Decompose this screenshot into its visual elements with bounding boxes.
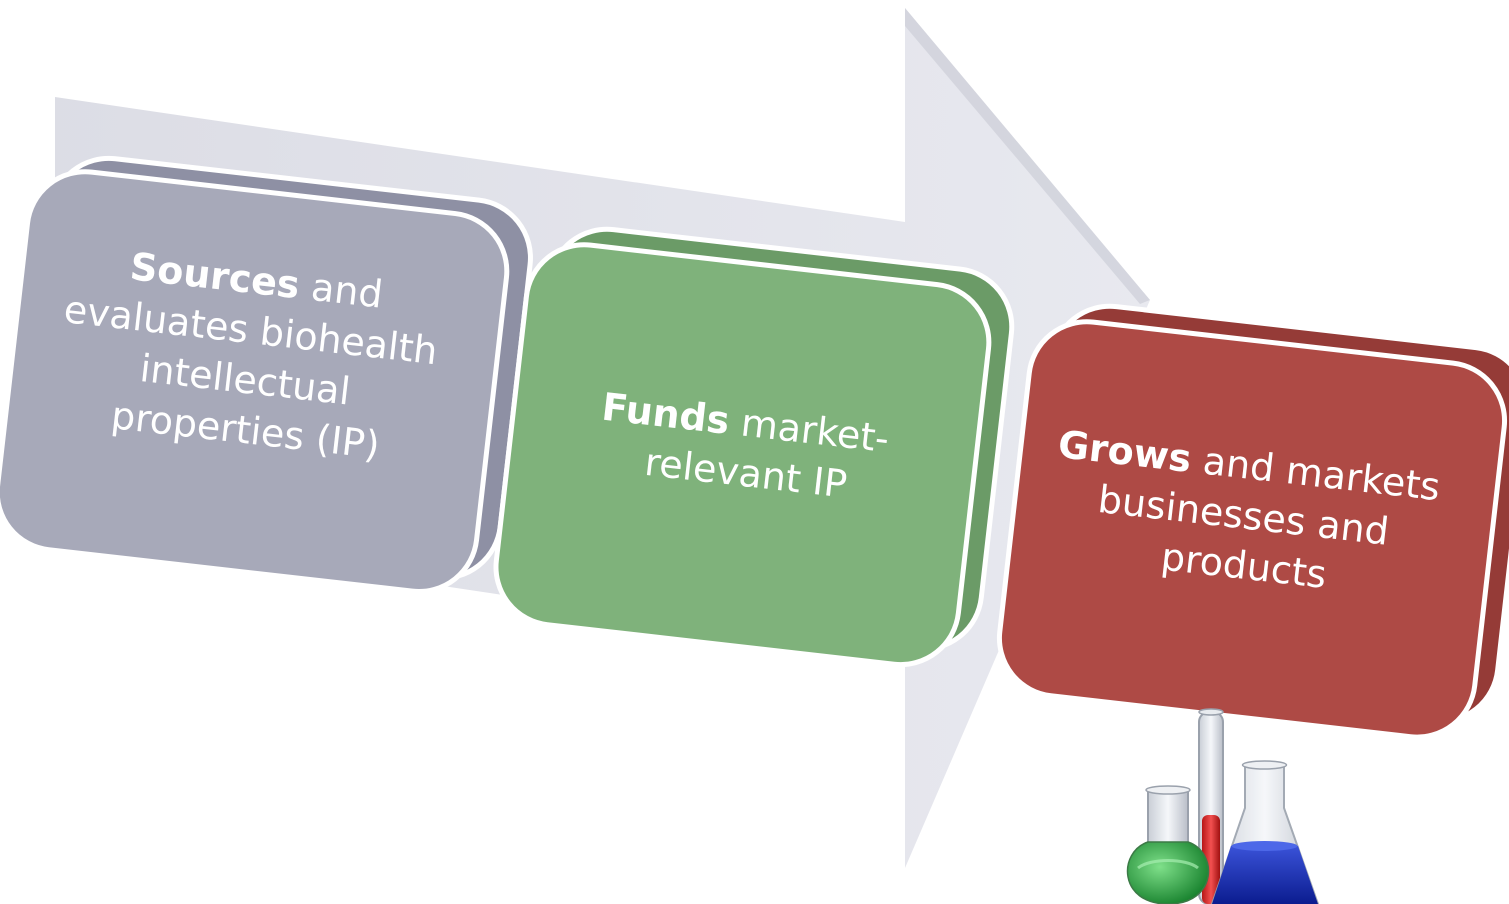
step-box-grows: Grows and markets businesses and product… (996, 303, 1509, 740)
lab-glassware-icon (1126, 708, 1320, 904)
arrow-head-highlight (905, 8, 1150, 304)
step-box-front (0, 169, 510, 595)
step-box-funds: Funds market- relevant IP (493, 226, 1015, 668)
step-box-sources: Sources and evaluates biohealth intellec… (0, 155, 533, 595)
step-box-front (493, 242, 992, 668)
step-line: and (297, 264, 385, 317)
step-box-front (996, 319, 1508, 740)
step-text: Funds market- relevant IP (594, 385, 903, 512)
